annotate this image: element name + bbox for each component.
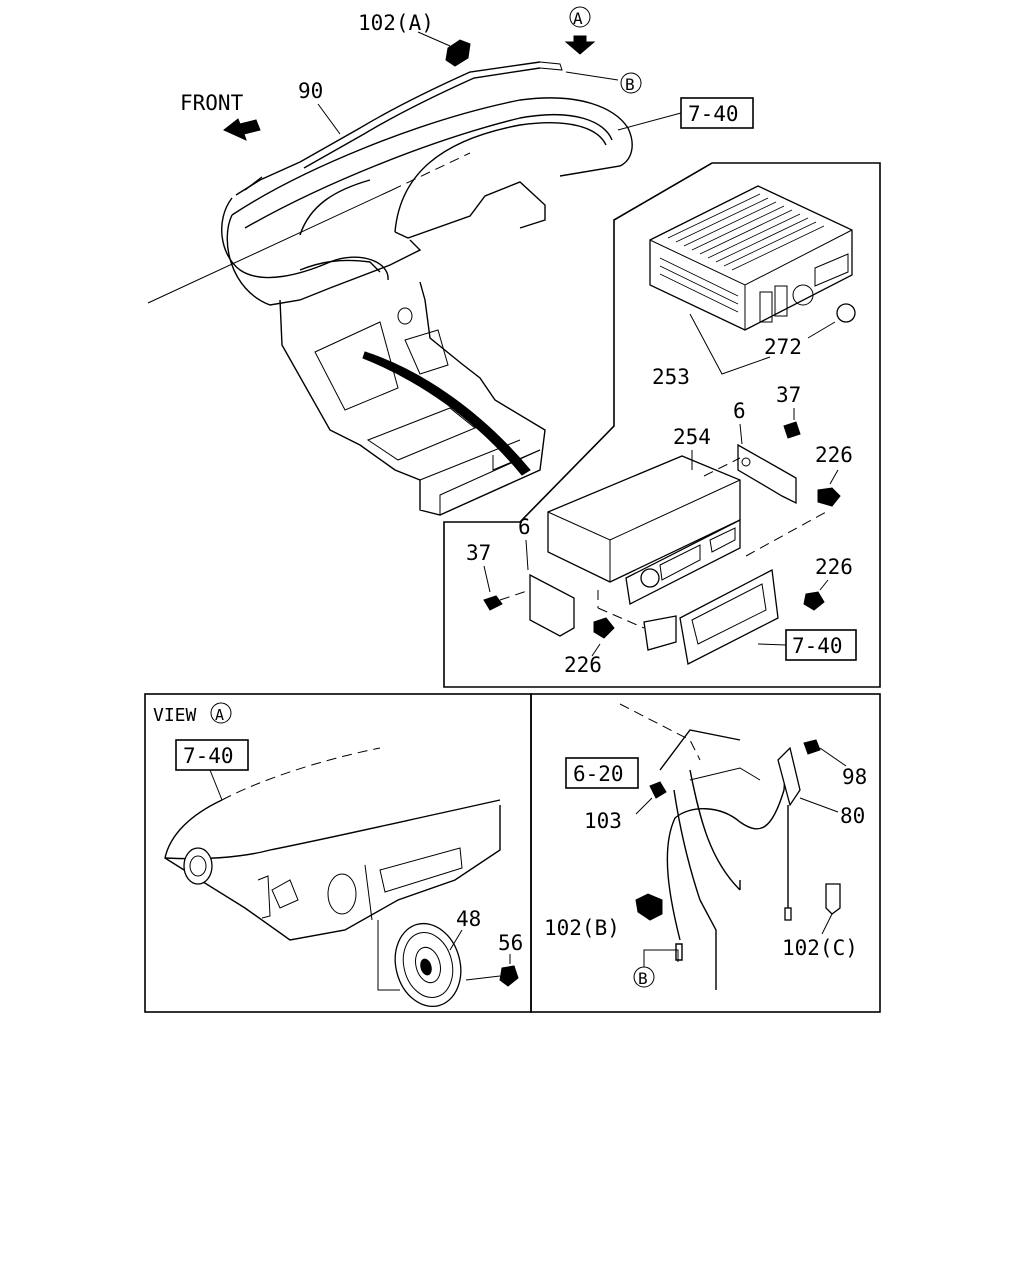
- part-254-label: 254: [673, 425, 711, 449]
- part-6-left-label: 6: [518, 515, 531, 539]
- part-90-label: 90: [298, 79, 323, 103]
- part-6-right-label: 6: [733, 399, 746, 423]
- radio-unit-254: [547, 455, 741, 605]
- part-102a-label: 102(A): [358, 11, 434, 35]
- pillar-outline: [619, 703, 761, 990]
- antenna-panel: [530, 693, 881, 1013]
- bolt-98: [803, 739, 821, 755]
- part-98-label: 98: [842, 765, 867, 789]
- part-102b-label: 102(B): [544, 916, 620, 940]
- mounting-sleeve: [643, 568, 779, 665]
- part-103-label: 103: [584, 809, 622, 833]
- ref-box-7-40-view: [175, 739, 249, 771]
- clip-102c: [825, 883, 841, 915]
- view-b-marker-top-letter: B: [625, 75, 635, 94]
- view-b-marker-top: [620, 72, 642, 94]
- view-label: VIEW: [153, 705, 197, 726]
- ref-6-20-label: 6-20: [573, 762, 624, 786]
- part-80-label: 80: [840, 804, 865, 828]
- clip-102b: [635, 893, 663, 921]
- front-arrow: [223, 118, 261, 141]
- radio-section-frame: [443, 162, 881, 688]
- dashboard-illustration: [147, 31, 633, 516]
- part-102c-label: 102(C): [782, 936, 858, 960]
- view-a-marker: [564, 6, 596, 55]
- front-label: FRONT: [180, 91, 244, 115]
- view-a-dashboard: [164, 747, 501, 941]
- speaker-48: [394, 922, 462, 1008]
- antenna-80: [777, 746, 801, 921]
- part-37-right-label: 37: [776, 383, 801, 407]
- view-a-marker-letter: A: [573, 9, 583, 28]
- part-226-left-label: 226: [564, 653, 602, 677]
- ref-box-6-20: [565, 757, 639, 789]
- part-272-label: 272: [764, 335, 802, 359]
- nut-56: [499, 965, 519, 987]
- ref-7-40-top-label: 7-40: [688, 102, 739, 126]
- part-37-left-label: 37: [466, 541, 491, 565]
- part-226-right-top-label: 226: [815, 443, 853, 467]
- view-label-marker: A: [215, 706, 224, 724]
- part-253-label: 253: [652, 365, 690, 389]
- ref-7-40-view-label: 7-40: [183, 744, 234, 768]
- ref-7-40-bracket-label: 7-40: [792, 634, 843, 658]
- radio-deck-253: [649, 185, 856, 331]
- part-48-label: 48: [456, 907, 481, 931]
- part-226-right-bottom-label: 226: [815, 555, 853, 579]
- part-56-label: 56: [498, 931, 523, 955]
- view-b-marker-bottom-letter: B: [638, 969, 648, 988]
- clip-103: [649, 781, 667, 799]
